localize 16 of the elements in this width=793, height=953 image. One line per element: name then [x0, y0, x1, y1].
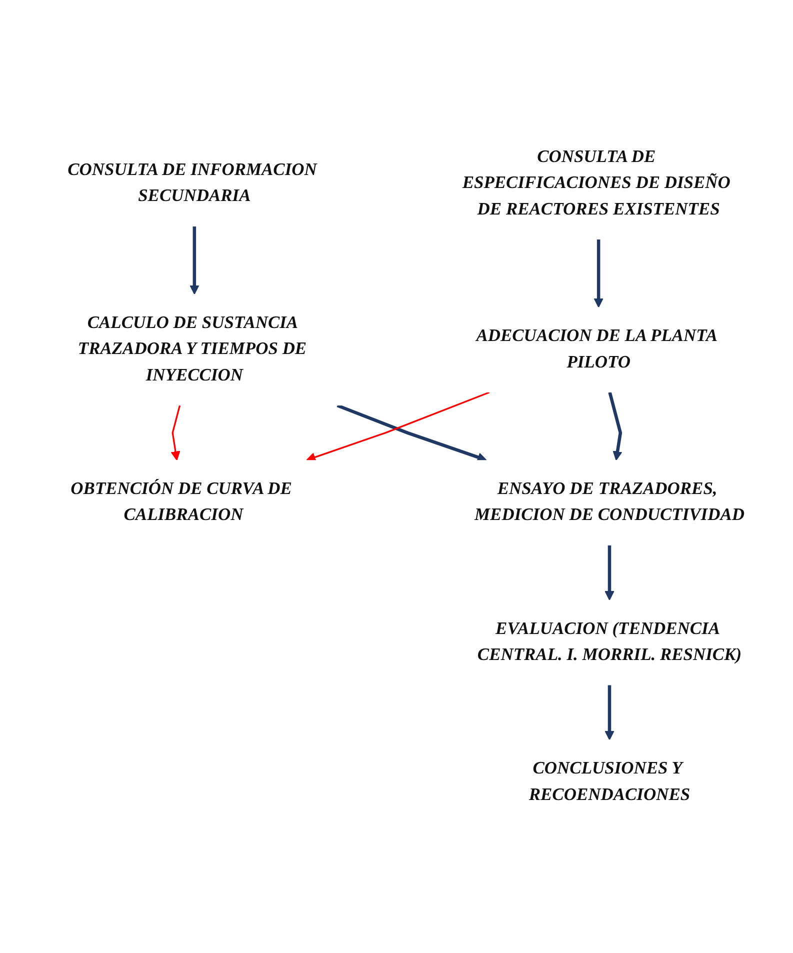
node-text: CALCULO DE SUSTANCIA TRAZADORA Y TIEMPOS DE INYECCION: [78, 314, 307, 385]
arrow: [306, 392, 490, 462]
node-text: ADECUACION DE LA PLANTA PILOTO: [476, 326, 717, 372]
arrow: [190, 226, 200, 295]
arrow: [604, 685, 614, 740]
node-text: CONSULTA DE INFORMACION SECUNDARIA: [68, 160, 317, 206]
arrow: [336, 404, 487, 462]
arrow: [594, 239, 604, 308]
arrow: [170, 405, 181, 461]
node-text: ENSAYO DE TRAZADORES, MEDICION DE CONDUCTIVIDAD: [474, 480, 744, 525]
arrow: [604, 545, 614, 600]
node-text: OBTENCIÓN DE CURVA DE CALIBRACION: [70, 480, 292, 525]
node-text: CONCLUSIONES Y RECOENDACIONES: [528, 759, 690, 804]
node-text: EVALUACION (TENDENCIA CENTRAL. I. MORRIL. RESNICK): [477, 620, 742, 664]
arrow: [608, 392, 622, 461]
node-text: CONSULTA DE ESPECIFICACIONES DE DISEÑO DE REACTORES EXISTENTES: [462, 148, 730, 219]
